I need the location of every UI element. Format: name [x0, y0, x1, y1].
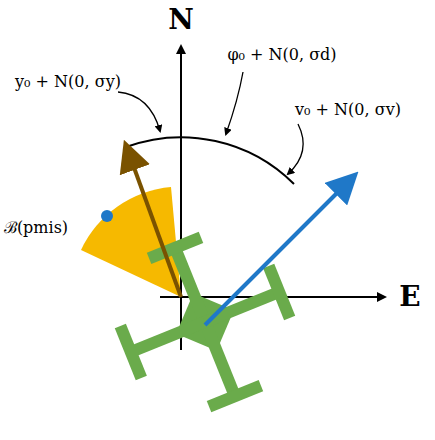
leader-line	[288, 124, 303, 174]
axis-label: N	[168, 5, 194, 36]
north-axis	[180, 46, 182, 350]
sector-label: ℬ(pmis)	[4, 219, 68, 237]
miss-sector	[81, 187, 181, 297]
heading-arrow	[128, 151, 181, 297]
target-dot	[101, 210, 113, 222]
leader-line	[226, 72, 243, 134]
noise-label: y₀ + N(0, σy)	[15, 73, 121, 91]
velocity-arrow	[205, 180, 350, 325]
axis-label: E	[399, 282, 420, 313]
angle-arc	[126, 137, 294, 184]
leader-line	[118, 92, 160, 131]
noise-label: v₀ + N(0, σv)	[295, 101, 401, 119]
noise-label: φ₀ + N(0, σd)	[227, 46, 336, 64]
drone-body	[93, 210, 317, 434]
